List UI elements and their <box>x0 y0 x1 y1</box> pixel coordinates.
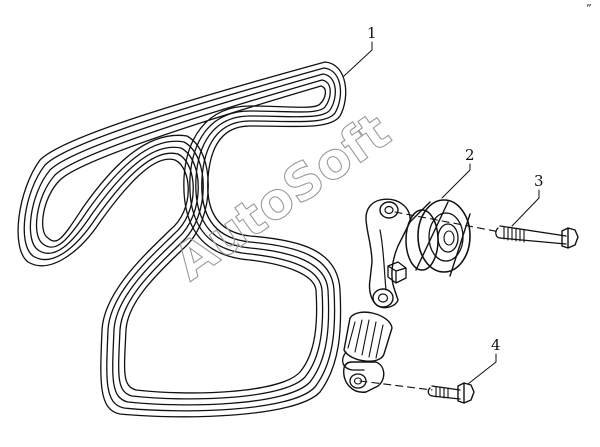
mount-bolt <box>359 380 475 404</box>
belt-rib-1 <box>23 67 342 412</box>
callout-1-label: 1 <box>367 24 377 42</box>
corner-mark: ” <box>586 2 592 15</box>
base-bolt-hole <box>349 373 367 389</box>
belt-rib-2 <box>29 73 336 406</box>
drive-belt <box>17 61 347 418</box>
tensioner-base <box>343 361 385 393</box>
tensioner-damper <box>341 311 393 371</box>
callout-1: 1 <box>343 24 377 77</box>
callout-2: 2 <box>441 146 475 199</box>
pulley-inner-rim <box>428 212 464 262</box>
tensioner-arm <box>365 198 411 309</box>
pulley-front-rim <box>417 199 471 273</box>
pulley-bearing <box>437 223 459 253</box>
arm-pivot-boss <box>379 201 399 219</box>
tensioner-pulley <box>405 199 471 277</box>
pulley-bolt-axis <box>394 211 501 233</box>
callout-3: 3 <box>511 172 544 227</box>
callout-4-leader <box>467 353 497 385</box>
callout-2-label: 2 <box>465 146 475 164</box>
callout-4-label: 4 <box>491 336 501 354</box>
belt-rib-3 <box>35 79 331 400</box>
mount-bolt-head <box>457 382 475 404</box>
callout-1-leader <box>343 41 373 77</box>
arm-lower-boss <box>372 288 394 308</box>
arm-lower-hole <box>377 293 389 303</box>
arm-hex-nut <box>387 261 407 284</box>
pulley-bolt <box>394 211 579 249</box>
tensioner-assembly <box>341 198 411 393</box>
callout-2-leader <box>441 163 471 199</box>
callout-3-label: 3 <box>534 172 544 190</box>
pulley-bolt-head <box>561 227 579 249</box>
pulley-hub <box>443 230 455 246</box>
mount-bolt-axis <box>359 380 433 391</box>
belt-outer-edge <box>17 61 347 418</box>
belt-inner-edge <box>42 85 327 394</box>
callout-3-leader <box>511 189 540 227</box>
callout-4: 4 <box>467 336 501 385</box>
arm-pivot-hole <box>384 205 394 215</box>
arm-edge-line <box>379 229 387 291</box>
